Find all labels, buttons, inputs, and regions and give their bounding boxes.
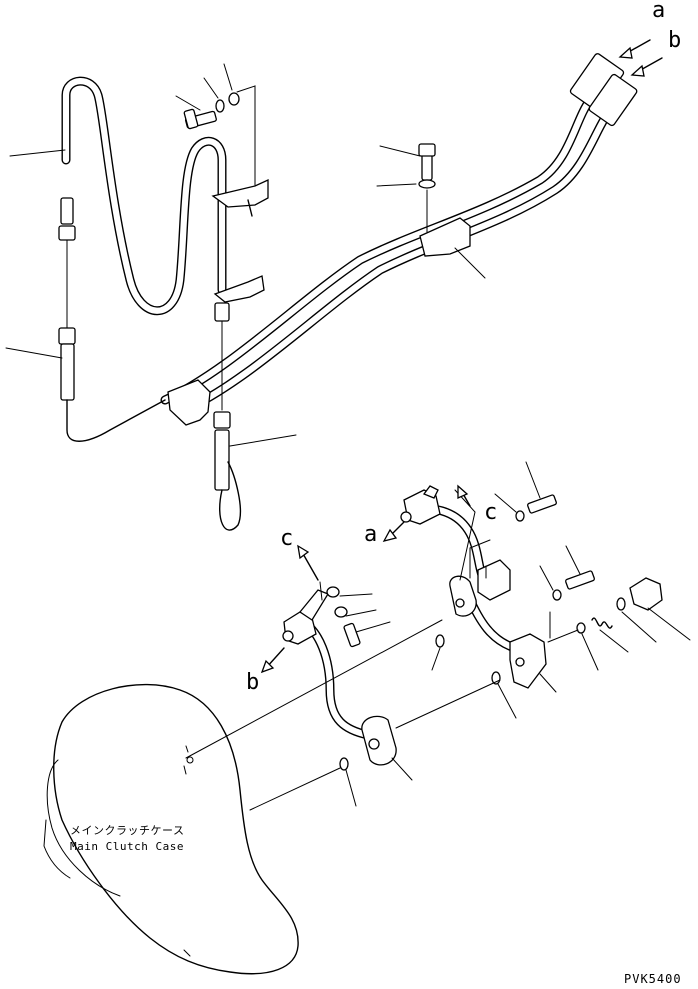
- callout-c-left: c: [280, 526, 294, 551]
- lower-valve-block: [509, 633, 547, 689]
- hose-fitting-lower-left: [60, 343, 75, 401]
- washer-mid-1: [326, 586, 340, 598]
- washer-right-2: [552, 589, 562, 601]
- washer-right-1: [515, 510, 525, 522]
- lower-flange: [361, 715, 397, 766]
- callout-a-mid: a: [364, 522, 378, 547]
- case-label-english: Main Clutch Case: [70, 840, 184, 853]
- main-clutch-case: [43, 683, 299, 975]
- bolt-head-center: [418, 143, 436, 157]
- pipe-clamp-left: [167, 379, 211, 426]
- pipe-clamp-center: [419, 217, 471, 257]
- valve-pipe-assembly: [185, 461, 691, 811]
- bracket-upper: [211, 178, 269, 208]
- cap-nut: [629, 577, 663, 611]
- bolt-right-2: [565, 570, 595, 590]
- callout-a-top: a: [652, 0, 666, 23]
- bolt-right-1: [527, 494, 557, 514]
- spring: [591, 617, 613, 629]
- hose-fitting-upper-left: [60, 197, 74, 225]
- bolt-center: [421, 153, 433, 181]
- bolt-mid: [343, 622, 361, 648]
- hose-end-b: [588, 73, 638, 127]
- callout-c-mid: c: [484, 500, 498, 525]
- ball: [576, 622, 586, 634]
- hose-fitting-lower-middle: [214, 429, 230, 491]
- hose-nut-lower-left: [58, 327, 76, 345]
- valve-flange: [449, 575, 477, 617]
- washer-top-2: [228, 92, 240, 106]
- drawing-code: PVK5400: [624, 972, 682, 986]
- long-hose-assembly: [5, 39, 663, 531]
- washer-center: [418, 179, 436, 189]
- washer-nut: [616, 597, 626, 611]
- washer-mid-2: [334, 606, 348, 618]
- bracket-lower: [213, 275, 265, 303]
- o-ring-1: [435, 634, 445, 648]
- case-label-japanese: メインクラッチケース: [70, 824, 185, 837]
- callout-b-top: b: [668, 28, 682, 53]
- o-ring-3: [339, 757, 349, 771]
- callout-b-left: b: [246, 670, 260, 695]
- bolt-head-top-left: [183, 108, 199, 130]
- hose-fitting-middle: [214, 302, 230, 322]
- hose-nut-middle: [213, 411, 231, 429]
- hose-nut-upper-left: [58, 225, 76, 241]
- washer-top-1: [215, 99, 225, 113]
